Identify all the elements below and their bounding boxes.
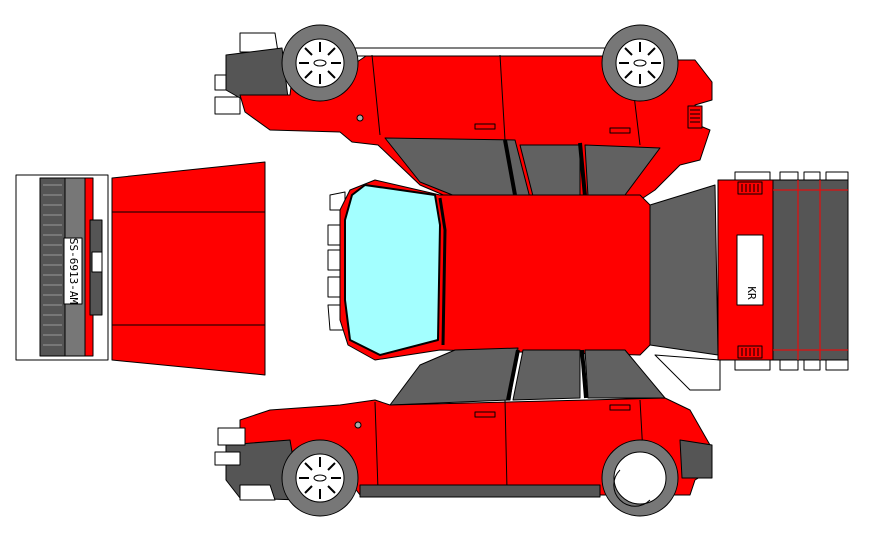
license-plate-front bbox=[63, 237, 83, 305]
glue-tab bbox=[217, 427, 246, 446]
hood bbox=[111, 161, 266, 376]
grille-slats bbox=[43, 184, 62, 346]
glue-tab bbox=[214, 451, 241, 466]
license-plate-rear bbox=[736, 234, 764, 306]
fuel-cap bbox=[356, 114, 364, 122]
front-bumper-top bbox=[225, 47, 289, 99]
glue-tab bbox=[654, 354, 721, 391]
fuel-cap bbox=[354, 421, 362, 429]
tail-light-bottom bbox=[737, 345, 763, 359]
wheel-front-bottom bbox=[281, 439, 359, 517]
door-handle bbox=[474, 123, 496, 130]
rear-light-top bbox=[687, 105, 703, 129]
wheel-rear-bottom bbox=[601, 439, 679, 517]
badge bbox=[91, 251, 103, 273]
window-frame bbox=[503, 139, 587, 197]
glue-tab bbox=[214, 96, 241, 115]
wheel-rear-top bbox=[601, 24, 679, 102]
side-skirt bbox=[359, 484, 601, 498]
hood-panel bbox=[111, 161, 266, 376]
door-handle bbox=[474, 411, 496, 418]
roof-rail bbox=[354, 47, 606, 57]
rear-bumper bbox=[772, 179, 849, 361]
side-window-bottom bbox=[512, 349, 581, 401]
license-plate-rear-text: KR bbox=[745, 286, 758, 300]
side-window-bottom bbox=[389, 347, 519, 406]
side-panel-bottom bbox=[214, 347, 721, 517]
rear-window bbox=[649, 184, 719, 356]
windshield-edge bbox=[438, 197, 447, 346]
side-panel-top bbox=[214, 24, 713, 201]
front-grille bbox=[39, 177, 66, 357]
wheel-front-top bbox=[281, 24, 359, 102]
rear-bumper-bottom bbox=[679, 439, 713, 479]
door-handle bbox=[609, 404, 631, 411]
license-plate-front-text: SS-6913-AM bbox=[67, 238, 80, 305]
door-handle bbox=[609, 127, 631, 134]
front-face: SS-6913-AM bbox=[15, 174, 109, 361]
windshield bbox=[344, 184, 441, 356]
bumper-line bbox=[773, 180, 848, 360]
side-window-bottom bbox=[584, 349, 666, 399]
rear-face: KR bbox=[717, 171, 849, 371]
hood-fold-line bbox=[112, 211, 265, 326]
window-frame bbox=[506, 349, 588, 401]
tail-light-top bbox=[737, 181, 763, 195]
roof-panel bbox=[327, 179, 719, 361]
glue-tab bbox=[239, 484, 276, 501]
